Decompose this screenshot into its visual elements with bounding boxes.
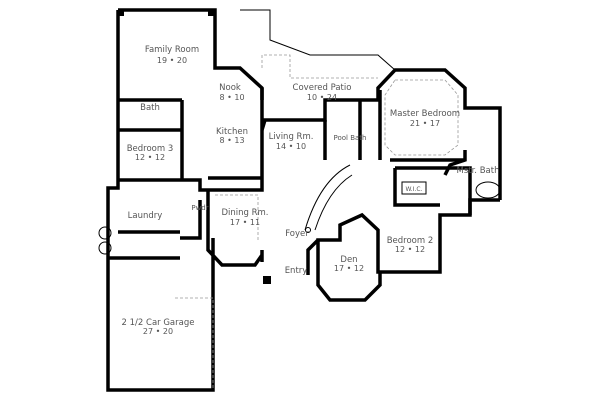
washer — [98, 226, 112, 240]
room-label-garage: 2 1/2 Car Garage — [122, 318, 195, 328]
room-dims-den: 17 • 12 — [334, 264, 364, 273]
wic-shelf — [401, 181, 427, 195]
room-label-bedroom-2: Bedroom 2 — [387, 236, 434, 246]
interior-walls — [118, 88, 472, 240]
exterior-walls — [106, 8, 502, 392]
master-tray-ceiling — [384, 79, 459, 156]
room-label-powder: Pwdr — [191, 204, 208, 212]
room-label-wic: W.I.C. — [406, 186, 423, 193]
room-label-den: Den — [340, 255, 357, 265]
room-label-covered-patio: Covered Patio — [293, 83, 352, 93]
dining-outline — [215, 194, 259, 240]
room-dims-garage: 27 • 20 — [143, 327, 173, 336]
room-label-pool-bath: Pool Bath — [334, 134, 367, 142]
room-label-foyer: Foyer — [285, 229, 309, 239]
room-label-laundry: Laundry — [128, 211, 163, 221]
room-dims-master-bedroom: 21 • 17 — [410, 119, 440, 128]
room-dims-bedroom-3: 12 • 12 — [135, 153, 165, 162]
room-label-family-room: Family Room — [145, 45, 199, 55]
dryer — [98, 241, 112, 255]
room-dims-dining-room: 17 • 11 — [230, 218, 260, 227]
covered-patio-boundary — [261, 54, 378, 79]
room-label-kitchen: Kitchen — [216, 127, 248, 137]
stair-newel — [305, 227, 311, 233]
room-dims-bedroom-2: 12 • 12 — [395, 245, 425, 254]
room-label-bath: Bath — [140, 103, 160, 113]
room-dims-family-room: 19 • 20 — [157, 56, 187, 65]
room-label-master-bath: Mstr. Bath — [457, 166, 500, 176]
garage-storage — [175, 297, 214, 390]
column — [208, 10, 214, 16]
curved-stair — [304, 164, 353, 231]
column — [118, 10, 124, 16]
bathtub — [475, 181, 501, 199]
room-dims-kitchen: 8 • 13 — [219, 136, 244, 145]
room-label-nook: Nook — [219, 83, 241, 93]
room-label-master-bedroom: Master Bedroom — [390, 109, 460, 119]
room-dims-living-room: 14 • 10 — [276, 142, 306, 151]
patio-outline — [240, 9, 396, 71]
room-label-bedroom-3: Bedroom 3 — [127, 144, 174, 154]
room-label-living-room: Living Rm. — [269, 132, 314, 142]
room-label-dining-room: Dining Rm. — [221, 208, 268, 218]
room-dims-nook: 8 • 10 — [219, 93, 244, 102]
column — [263, 276, 271, 284]
room-label-entry: Entry — [285, 266, 308, 276]
room-dims-covered-patio: 10 • 24 — [307, 93, 337, 102]
